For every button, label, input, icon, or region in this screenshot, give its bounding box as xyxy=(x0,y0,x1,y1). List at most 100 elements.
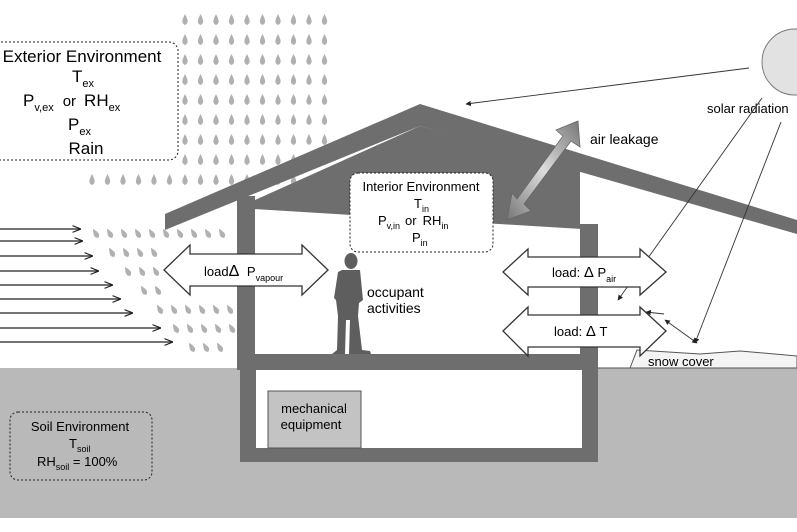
rain-drop xyxy=(275,154,281,165)
rain-drop xyxy=(141,285,148,295)
rain-drop xyxy=(306,94,312,105)
rain-drop xyxy=(151,174,157,185)
rain-drop xyxy=(151,247,158,257)
rain-drop xyxy=(121,228,128,238)
occupant-label-2: activities xyxy=(367,300,421,316)
rain-drop xyxy=(166,174,173,185)
rain-drop xyxy=(321,74,328,85)
rain-drop xyxy=(228,134,235,145)
rain-drop xyxy=(149,228,156,238)
exterior-temp: Tex xyxy=(72,67,95,90)
rain-drop xyxy=(321,54,328,65)
rain-drop xyxy=(306,54,312,65)
vapour-load-label: loadΔ Pvapour xyxy=(204,263,283,283)
rain-drop xyxy=(290,34,297,45)
rain-drop xyxy=(201,323,208,333)
exterior-title: Exterior Environment xyxy=(3,47,162,66)
rain-drop xyxy=(228,94,235,105)
soil-title: Soil Environment xyxy=(31,419,130,434)
rain-drop xyxy=(182,94,188,105)
rain-drop xyxy=(205,228,212,238)
rain-drop xyxy=(229,323,236,333)
rain-drop xyxy=(197,54,204,65)
temperature-load-arrow xyxy=(502,305,667,358)
rain-drop xyxy=(213,34,219,45)
rain-drop xyxy=(275,74,281,85)
air-pressure-load-arrow xyxy=(502,247,667,297)
rain-drop xyxy=(228,174,235,185)
rain-drop xyxy=(203,342,210,352)
rain-drop xyxy=(213,174,219,185)
rain-drop xyxy=(275,14,281,25)
rain-drop xyxy=(185,304,192,314)
rain-drop xyxy=(215,323,222,333)
rain-drop xyxy=(197,134,204,145)
mechanical-equipment xyxy=(267,390,362,449)
snow-cover-label: snow cover xyxy=(648,354,714,369)
rain-drop xyxy=(155,285,162,295)
rain-drop xyxy=(290,54,297,65)
rain-drop xyxy=(89,174,95,185)
soil-temp: Tsoil xyxy=(69,436,90,454)
rain-drop xyxy=(107,228,114,238)
rain-drop xyxy=(275,94,281,105)
rain-drop xyxy=(228,74,235,85)
interior-pressure: Pin xyxy=(412,230,428,248)
rain-drop xyxy=(259,154,266,165)
rain-drop xyxy=(259,14,266,25)
rain-drop xyxy=(213,134,219,145)
rain-drop xyxy=(191,228,198,238)
rain-drop xyxy=(187,323,194,333)
interior-temp: Tin xyxy=(414,196,429,214)
rain-drop xyxy=(259,94,266,105)
rain-drop xyxy=(306,14,312,25)
rain-drop xyxy=(219,228,226,238)
rain-drop xyxy=(275,34,281,45)
rain-drop xyxy=(197,114,204,125)
rain-drop xyxy=(139,266,146,276)
rain-drop xyxy=(228,114,235,125)
soil-rh: RHsoil = 100% xyxy=(37,454,118,472)
rain-drop xyxy=(153,266,160,276)
rain-drop xyxy=(259,114,266,125)
rain-drop xyxy=(290,114,297,125)
rain-drop xyxy=(306,114,312,125)
rain-drop xyxy=(244,114,250,125)
occupant-label-1: occupant xyxy=(367,284,424,300)
rain-drop xyxy=(182,34,188,45)
rain-drop xyxy=(197,74,204,85)
air-pressure-load-label: load: Δ Pair xyxy=(552,264,616,284)
rain-drop xyxy=(290,134,297,145)
house-roof xyxy=(165,104,797,234)
occupant-figure xyxy=(332,253,371,354)
wind-arrows xyxy=(0,229,172,342)
rain-drop xyxy=(259,74,266,85)
rain-drop xyxy=(228,14,235,25)
rain-drop xyxy=(123,247,130,257)
rain-drop xyxy=(244,154,250,165)
rain-drop xyxy=(197,154,204,165)
rain-drop xyxy=(197,94,204,105)
rain-drop xyxy=(321,94,328,105)
rain-drop xyxy=(321,14,328,25)
rain-drop xyxy=(321,114,328,125)
rain-drop xyxy=(182,74,188,85)
rain-drop xyxy=(259,134,266,145)
rain-drop xyxy=(244,94,250,105)
house-walls xyxy=(237,126,598,462)
rain-drop xyxy=(197,34,204,45)
rain-drop xyxy=(157,304,164,314)
rain-drop xyxy=(275,54,281,65)
rain-drop xyxy=(213,94,219,105)
snow-cover xyxy=(597,349,797,369)
rain-drop xyxy=(306,134,312,145)
rain-drop xyxy=(213,114,219,125)
rain-drop xyxy=(244,74,250,85)
rain-drop xyxy=(182,174,188,185)
rain-drop xyxy=(93,228,100,238)
rain-drop xyxy=(137,247,144,257)
